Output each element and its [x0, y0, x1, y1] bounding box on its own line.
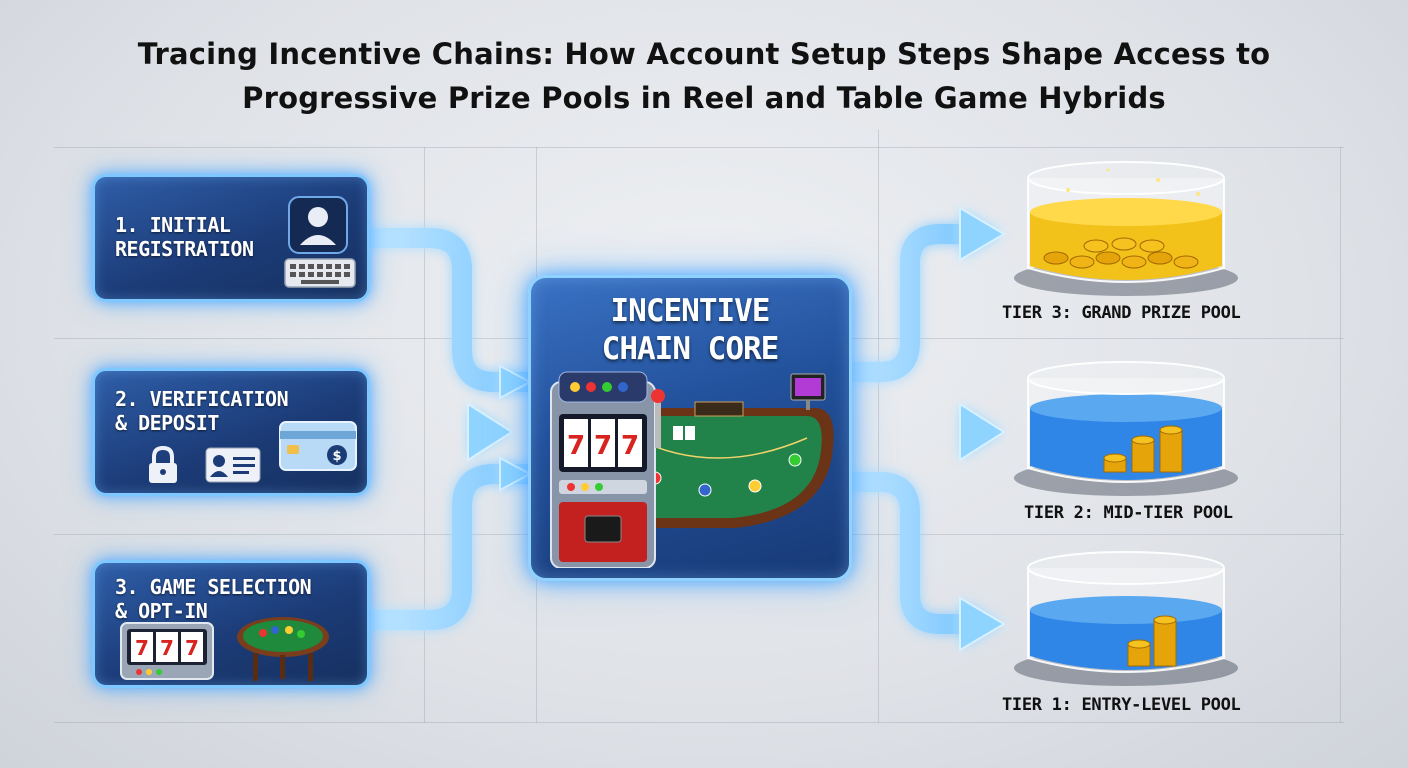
id-card-icon: [205, 447, 261, 483]
arrow-core-to-tier1: [842, 472, 978, 634]
step-3-line-1: 3. GAME SELECTION: [115, 575, 312, 599]
arrow-core-to-tier3: [842, 224, 978, 382]
slot-machine-icon: 7 7 7: [120, 622, 214, 680]
step-1-line-1: 1. INITIAL: [115, 213, 231, 237]
arrowhead-tier3: [959, 206, 1006, 262]
diagram-title: Tracing Incentive Chains: How Account Se…: [0, 32, 1408, 120]
arrowhead-tier1: [959, 596, 1006, 652]
arrowhead-core-step3: [499, 456, 533, 492]
arrow-step1-to-core: [362, 228, 540, 392]
arrow-step3-to-core: [362, 464, 540, 630]
svg-text:7: 7: [594, 431, 612, 461]
svg-text:7: 7: [160, 636, 174, 660]
grid-line: [54, 722, 1344, 723]
arrowhead-core-step2: [467, 402, 514, 462]
svg-text:$: $: [332, 449, 341, 464]
credit-card-icon: $: [279, 421, 357, 471]
svg-text:7: 7: [135, 636, 149, 660]
tier-1-label: TIER 1: ENTRY-LEVEL POOL: [1002, 695, 1241, 715]
poker-table-icon: [237, 617, 329, 681]
step-2-line-1: 2. VERIFICATION: [115, 387, 289, 411]
grid-line: [1340, 147, 1341, 723]
title-line-2: Progressive Prize Pools in Reel and Tabl…: [242, 81, 1166, 115]
step-2-line-2: & DEPOSIT: [115, 411, 219, 435]
coin-stack-icon: [1127, 615, 1177, 667]
tier-3-label: TIER 3: GRAND PRIZE POOL: [1002, 303, 1241, 323]
coin-stacks-icon: [1103, 425, 1183, 473]
step-verification-deposit: 2. VERIFICATION & DEPOSIT $: [92, 368, 370, 496]
monitor-icon: [790, 373, 826, 410]
svg-text:7: 7: [185, 636, 199, 660]
tier-2-label: TIER 2: MID-TIER POOL: [1024, 503, 1233, 523]
core-casino-illustration: 7 7 7: [550, 371, 834, 568]
user-avatar-icon: [284, 196, 356, 288]
svg-text:7: 7: [567, 431, 585, 461]
svg-text:7: 7: [621, 431, 639, 461]
slot-machine-icon: 7 7 7: [550, 371, 665, 568]
padlock-icon: [149, 445, 177, 483]
gold-coins-icon: [1043, 237, 1199, 269]
incentive-chain-core: INCENTIVE CHAIN CORE 7: [528, 275, 852, 581]
title-line-1: Tracing Incentive Chains: How Account Se…: [137, 37, 1271, 71]
tier-2-pool-container: [1014, 361, 1238, 496]
core-title-line-2: CHAIN CORE: [601, 331, 780, 367]
step-1-line-2: REGISTRATION: [115, 237, 254, 261]
step-initial-registration: 1. INITIAL REGISTRATION: [92, 174, 370, 302]
tier-3-pool-container: [1014, 161, 1238, 296]
step-3-line-2: & OPT-IN: [115, 599, 208, 623]
step-game-selection-opt-in: 3. GAME SELECTION & OPT-IN 7 7 7: [92, 560, 370, 688]
arrowhead-tier2: [959, 402, 1006, 462]
core-title-line-1: INCENTIVE: [610, 293, 771, 329]
tier-1-pool-container: [1014, 551, 1238, 686]
keyboard-icon: [284, 258, 356, 288]
grid-line: [54, 147, 1344, 148]
arrowhead-core-step1: [499, 364, 533, 400]
core-title: INCENTIVE CHAIN CORE: [531, 292, 849, 368]
